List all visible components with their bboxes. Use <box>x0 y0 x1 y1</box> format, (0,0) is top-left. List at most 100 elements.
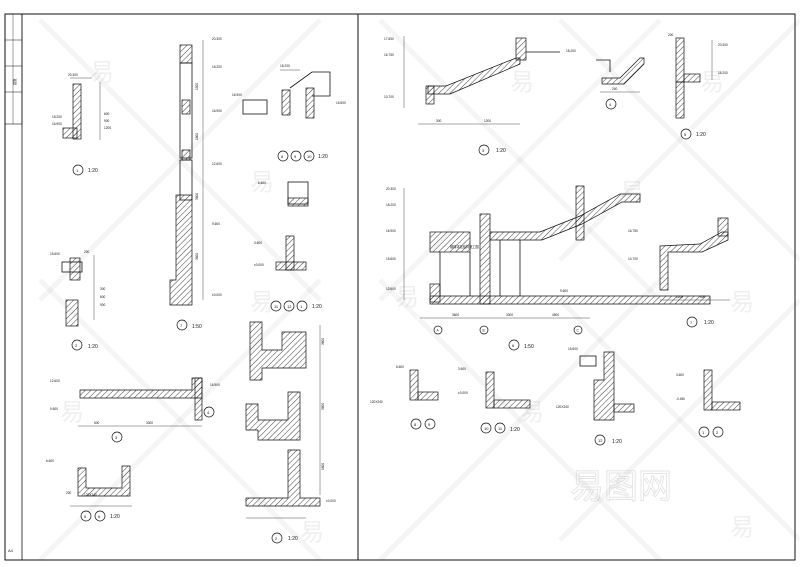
svg-text:8: 8 <box>414 422 417 427</box>
detail-callout <box>111 431 123 443</box>
elev-label: 18.200 <box>566 49 576 53</box>
elev-label: 16.750 <box>628 229 638 233</box>
wall-section-lower: 3600 3600 1800 ±0.000 2 1:20 <box>245 321 336 544</box>
elev-label: 18.200 <box>386 203 396 207</box>
dim-label: 120X240 <box>556 405 569 409</box>
detail-callout <box>478 144 490 156</box>
detail-callout <box>594 434 606 446</box>
elev-label: 12.600 <box>212 162 222 166</box>
svg-text:11: 11 <box>274 304 279 309</box>
axis-bubble <box>573 325 583 335</box>
title-block-label: 建施 <box>12 78 17 85</box>
dim-label: 1200 <box>484 119 491 123</box>
elev-label: 15.600 <box>386 257 396 261</box>
elev-label: 20.300 <box>386 187 396 191</box>
detail-callout <box>277 150 289 162</box>
detail-callout <box>271 532 283 544</box>
elev-label: 3.600 <box>254 241 262 245</box>
elev-label: 15.600 <box>50 252 60 256</box>
dim-label: 900 <box>104 119 110 123</box>
watermark-glyph: 易 <box>90 58 114 86</box>
svg-text:3: 3 <box>115 435 118 440</box>
elev-label: 6.600 <box>258 181 266 185</box>
dim-label: 200 <box>66 491 72 495</box>
detail-window-sill: 15.600 200 300 600 900 2 1:20 <box>50 250 106 351</box>
scale-label: 1:20 <box>110 514 120 520</box>
axis-bubble <box>433 325 443 335</box>
elev-label: 18.200 <box>212 65 222 69</box>
dim-label: 1800 <box>195 133 199 140</box>
elev-label: 20.300 <box>718 43 728 47</box>
axis-label: A <box>437 329 440 333</box>
dim-label: 200 <box>84 250 90 254</box>
elev-label: 6.600 <box>46 459 54 463</box>
axis-bubble <box>479 325 489 335</box>
svg-text:1: 1 <box>300 304 303 309</box>
dim-label: 3600 <box>452 313 459 317</box>
elev-label: ±0.000 <box>254 263 264 267</box>
svg-text:4: 4 <box>207 410 210 415</box>
elev-label: 16.900 <box>386 229 396 233</box>
dim-label: 1200 <box>676 295 683 299</box>
dim-label: 300 <box>100 287 106 291</box>
elev-label: 15.600 <box>336 101 346 105</box>
dim-label: 3300 <box>146 421 153 425</box>
scale-label: 1:50 <box>192 324 202 330</box>
detail-callout <box>71 339 83 351</box>
elev-label: 3.600 <box>676 373 684 377</box>
detail-bottom-2: 3.600 ±0.000 10 11 1:20 <box>458 367 531 434</box>
svg-text:4: 4 <box>609 102 612 107</box>
dim-label: 120X240 <box>84 493 97 497</box>
scale-label: 1:20 <box>696 132 706 138</box>
elev-label: 18.200 <box>718 71 728 75</box>
detail-callout <box>290 150 302 162</box>
axis-label: C <box>577 329 580 333</box>
stair-section-top: 17.650 16.750 10.700 18.200 300 1200 3 1… <box>384 36 576 156</box>
elev-label: 18.200 <box>280 64 290 68</box>
watermark-glyph: 易 <box>250 168 274 196</box>
detail-callout <box>680 128 692 140</box>
detail-callout <box>270 300 282 312</box>
detail-callout <box>176 319 188 331</box>
detail-bottom-1: 6.600 120X240 8 9 <box>370 365 439 430</box>
dim-label: 3600 <box>195 193 199 200</box>
watermark-pattern: 易 易 易 易 易 易 易 易 易 易 易 易 易图网 <box>60 58 754 546</box>
detail-callout <box>283 300 295 312</box>
detail-callout <box>508 339 520 351</box>
elev-label: 10.700 <box>384 95 394 99</box>
watermark-glyph: 易 <box>60 398 84 426</box>
elev-label: 18.200 <box>52 115 62 119</box>
detail-roof-edge: 240 4 <box>596 57 645 110</box>
dim-label: 1500 <box>195 83 199 90</box>
elev-label: 9.600 <box>560 289 568 293</box>
dim-label: 200 <box>668 33 674 37</box>
elev-label: 20.300 <box>212 37 222 41</box>
detail-gutter: 6.600 120X240 200 5 6 1:20 <box>46 459 132 522</box>
scale-label: 1:20 <box>88 344 98 350</box>
elev-label: 20.300 <box>68 73 78 77</box>
elev-label: ±0.000 <box>212 293 222 297</box>
dim-label: 120X240 <box>370 400 383 404</box>
wall-section: 20.300 18.200 16.900 12.600 9.600 ±0.000… <box>169 37 222 331</box>
detail-bottom-4: 3.600 -0.450 1 2 <box>676 369 741 438</box>
stair-note: 楼梯详见结构施工图 <box>450 244 479 249</box>
detail-callout <box>410 418 422 430</box>
svg-text:7: 7 <box>690 320 693 325</box>
elev-label: 9.600 <box>50 407 58 411</box>
elev-label: 16.900 <box>52 122 62 126</box>
detail-callout <box>203 406 215 418</box>
dim-label: 1800 <box>321 463 325 470</box>
dim-label: 3600 <box>195 253 199 260</box>
scale-label: 1:20 <box>510 427 520 433</box>
dim-label: 3300 <box>506 313 513 317</box>
elev-label: ±0.000 <box>458 391 468 395</box>
svg-text:2: 2 <box>275 536 278 541</box>
svg-text:7: 7 <box>180 323 183 328</box>
elev-label: 9.600 <box>212 222 220 226</box>
detail-callout <box>303 150 315 162</box>
elev-label: 3.600 <box>458 367 466 371</box>
detail-callout <box>686 316 698 328</box>
svg-text:1: 1 <box>76 168 79 173</box>
dim-label: 600 <box>94 421 100 425</box>
watermark-glyph: 易 <box>510 68 534 96</box>
